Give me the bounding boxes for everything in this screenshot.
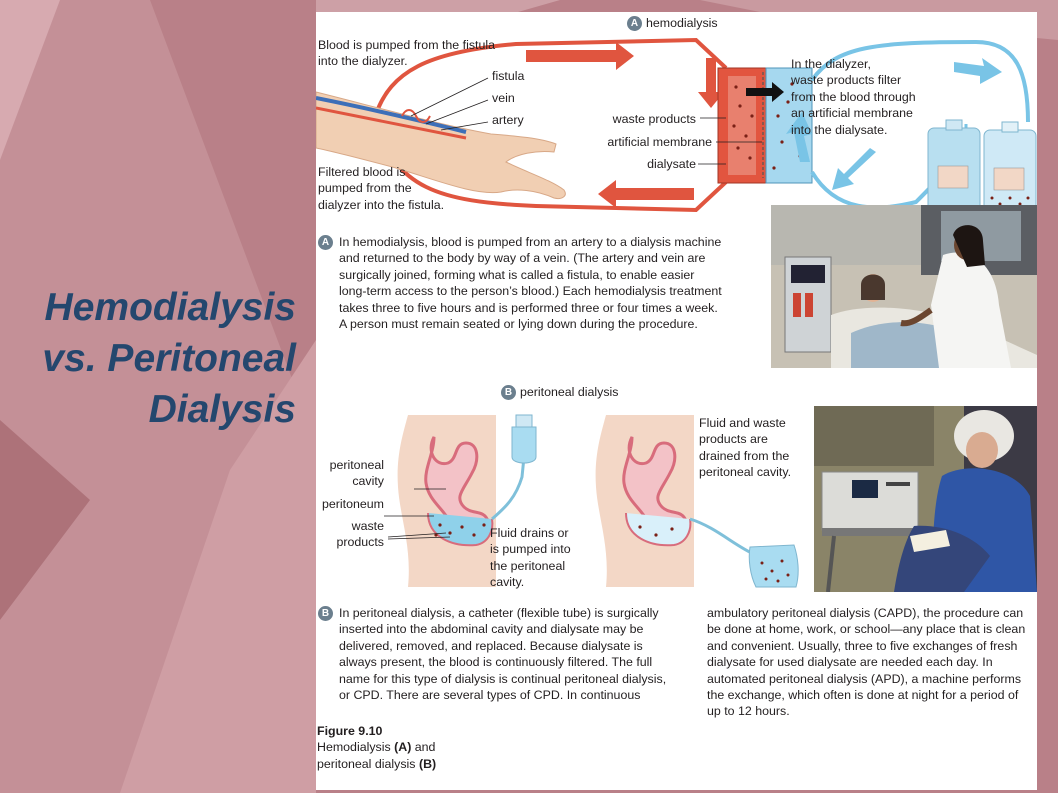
note-line: cavity. <box>490 575 525 590</box>
note-line: waste products filter <box>791 73 902 88</box>
description-line: takes three to five hours and is perform… <box>339 300 718 315</box>
description-line: A person must remain seated or lying dow… <box>339 317 698 332</box>
description-line: up to 12 hours. <box>707 704 790 719</box>
dialyzer-note: In the dialyzer, waste products filter f… <box>791 56 916 138</box>
peritoneal-photo <box>814 406 1037 592</box>
hemodialysis-description: In hemodialysis, blood is pumped from an… <box>339 234 722 332</box>
note-line: drained from the <box>699 448 790 463</box>
description-line: always present, the blood is continuousl… <box>339 655 653 670</box>
peritoneal-description-left: In peritoneal dialysis, a catheter (flex… <box>339 605 666 703</box>
note-line: In the dialyzer, <box>791 57 871 71</box>
note-line: Blood is pumped from the fistula <box>318 38 496 52</box>
label-fistula: fistula <box>492 69 525 83</box>
hemodialysis-diagram <box>316 37 1037 217</box>
caption-text: and <box>411 740 436 755</box>
label-artificial-membrane: artificial membrane <box>607 135 712 149</box>
filtered-blood-note: Filtered blood is pumped from the dialyz… <box>318 164 444 213</box>
peritoneal-diagram <box>384 414 799 588</box>
label-dialysate: dialysate <box>647 157 696 171</box>
description-line: or CPD. There are several types of CPD. … <box>339 688 641 703</box>
caption-text: Hemodialysis <box>317 740 395 755</box>
figure-caption-line-1: Hemodialysis (A) and <box>317 739 436 755</box>
badge-a-description: A <box>318 235 333 250</box>
peritoneal-heading-label: peritoneal dialysis <box>520 385 619 399</box>
description-line: automated peritoneal dialysis (APD), a m… <box>707 671 1022 686</box>
hemodialysis-photo <box>771 205 1037 368</box>
description-line: and returned to the body by way of a vei… <box>339 251 706 266</box>
label-peritoneum: peritoneum <box>322 497 384 511</box>
note-line: dialyzer into the fistula. <box>318 197 445 212</box>
note-line: the peritoneal <box>490 558 566 573</box>
fluid-and-waste-note: Fluid and waste products are drained fro… <box>699 415 791 481</box>
note-line: Filtered blood is <box>318 165 406 179</box>
description-line: delivered, removed, and replaced. Becaus… <box>339 638 643 653</box>
description-line: the exchange, which often is done at nig… <box>707 688 1019 703</box>
label-vein: vein <box>492 91 515 105</box>
description-line: and convenient. Usually, three to five e… <box>707 638 1018 653</box>
note-line: into the dialysate. <box>791 122 888 137</box>
note-line: into the dialyzer. <box>318 54 408 69</box>
label-peritoneal-cavity: peritoneal cavity <box>316 457 384 490</box>
pumped-from-fistula-note: Blood is pumped from the fistula into th… <box>318 37 495 70</box>
figure-caption-line-2: peritoneal dialysis (B) <box>317 756 436 772</box>
note-line: an artificial membrane <box>791 106 913 121</box>
slide-title: Hemodialysis vs. Peritoneal Dialysis <box>8 282 296 435</box>
caption-text: peritoneal dialysis <box>317 756 419 771</box>
note-line: from the blood through <box>791 89 916 104</box>
description-line: In hemodialysis, blood is pumped from an… <box>339 235 722 249</box>
description-line: dialysate for used dialysate are needed … <box>707 655 993 670</box>
note-line: is pumped into <box>490 542 571 557</box>
label-line: waste <box>351 519 384 533</box>
label-line: cavity <box>352 474 384 489</box>
note-line: peritoneal cavity. <box>699 465 792 480</box>
badge-a: A <box>627 16 642 32</box>
title-line-3: Dialysis <box>148 388 296 431</box>
description-line: surgically joined, forming what is calle… <box>339 267 695 282</box>
description-line: be done at home, work, or school—any pla… <box>707 622 1026 637</box>
description-line: long-term access to the person’s blood.)… <box>339 284 722 299</box>
note-line: Fluid and waste <box>699 416 786 430</box>
figure-number: Figure 9.10 <box>317 724 383 738</box>
figure-caption: Figure 9.10 Hemodialysis (A) and periton… <box>317 723 436 772</box>
title-line-1: Hemodialysis <box>44 286 296 329</box>
label-line: products <box>336 535 384 550</box>
peritoneal-description-right: ambulatory peritoneal dialysis (CAPD), t… <box>707 605 1025 720</box>
note-line: pumped from the <box>318 181 412 196</box>
note-line: Fluid drains or <box>490 526 569 540</box>
label-waste-products: waste products <box>612 112 696 126</box>
title-line-2: vs. Peritoneal <box>42 337 296 380</box>
description-line: name for this type of dialysis is contin… <box>339 671 667 686</box>
caption-bold: (A) <box>394 740 412 755</box>
description-line: ambulatory peritoneal dialysis (CAPD), t… <box>707 606 1024 620</box>
label-artery: artery <box>492 113 524 127</box>
caption-bold: (B) <box>418 756 437 771</box>
description-line: In peritoneal dialysis, a catheter (flex… <box>339 606 659 620</box>
fluid-drains-note: Fluid drains or is pumped into the perit… <box>490 525 571 591</box>
badge-b: B <box>501 385 516 401</box>
note-line: products are <box>699 432 768 447</box>
hemodialysis-heading-label: hemodialysis <box>646 16 718 30</box>
badge-b-description: B <box>318 606 333 621</box>
label-waste-products-b: waste products <box>316 518 384 551</box>
label-line: peritoneal <box>329 458 384 472</box>
description-line: inserted into the abdominal cavity and d… <box>339 622 644 637</box>
